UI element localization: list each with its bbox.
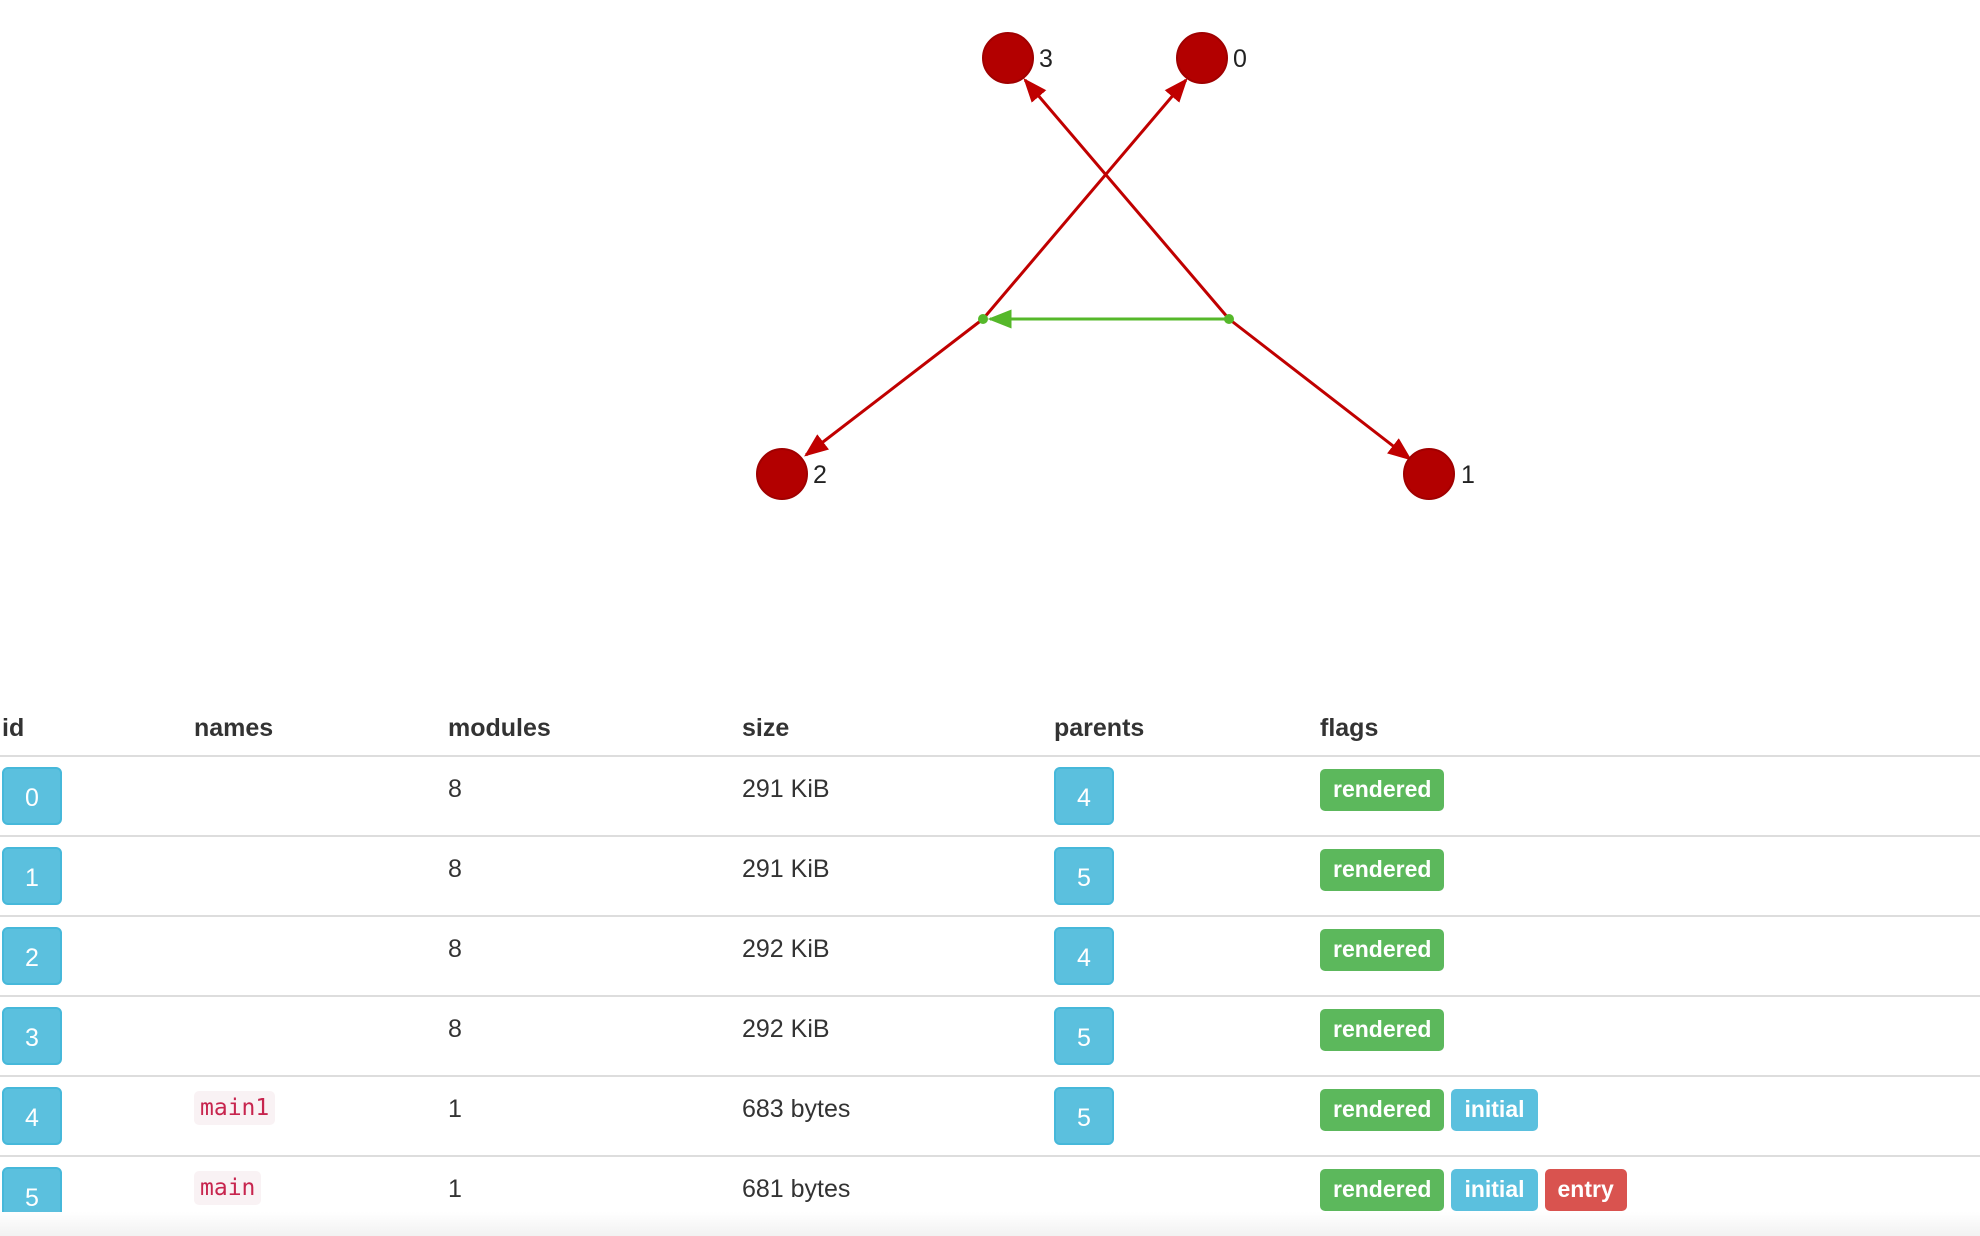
cell-flags: rendered: [1318, 756, 1980, 837]
cell-flags: rendered: [1318, 996, 1980, 1077]
column-header-parents: parents: [1052, 700, 1318, 757]
module-count: 8: [448, 775, 462, 803]
column-header-id: id: [0, 700, 192, 757]
flag-badge-rendered: rendered: [1320, 1169, 1445, 1211]
chunk-name: main1: [194, 1091, 276, 1125]
graph-node-label: 3: [1039, 45, 1053, 73]
chunks-table-container: id names modules size parents flags 0 8 29…: [0, 700, 1980, 1235]
chunks-table: id names modules size parents flags 0 8 29…: [0, 700, 1980, 1235]
chunk-id-button[interactable]: 2: [2, 927, 62, 985]
cell-parents: 4: [1052, 756, 1318, 837]
junction-right: [1224, 314, 1234, 324]
cell-parents: 5: [1052, 1076, 1318, 1157]
parent-chunk-button[interactable]: 5: [1054, 847, 1114, 905]
cell-names: [192, 836, 446, 917]
parent-chunk-button[interactable]: 4: [1054, 927, 1114, 985]
cell-names: main1: [192, 1076, 446, 1157]
cell-size: 291 KiB: [740, 836, 1052, 917]
module-count: 1: [448, 1175, 462, 1203]
flag-badge-rendered: rendered: [1320, 849, 1445, 891]
graph-node-label: 1: [1461, 461, 1475, 489]
cell-modules: 8: [446, 916, 740, 997]
edge-right-to-node-3: [1023, 78, 1231, 320]
cell-modules: 8: [446, 996, 740, 1077]
edge-right-to-node-1: [1228, 317, 1412, 461]
table-row: 3 8 292 KiB 5 rendered: [0, 996, 1980, 1077]
graph-node-1[interactable]: 1: [1403, 448, 1475, 500]
cell-id: 0: [0, 756, 192, 837]
chunk-name: main: [194, 1171, 262, 1205]
chunk-id-button[interactable]: 4: [2, 1087, 62, 1145]
chunk-size: 292 KiB: [742, 935, 830, 963]
module-count: 8: [448, 855, 462, 883]
cell-parents: 4: [1052, 916, 1318, 997]
table-row: 2 8 292 KiB 4 rendered: [0, 916, 1980, 997]
edge-left-to-node-0: [981, 78, 1188, 320]
cell-parents: 5: [1052, 996, 1318, 1077]
graph-node-3[interactable]: 3: [982, 32, 1053, 84]
parent-chunk-button[interactable]: 5: [1054, 1007, 1114, 1065]
graph-node-2[interactable]: 2: [756, 448, 827, 500]
graph-node-0[interactable]: 0: [1176, 32, 1247, 84]
cell-names: main: [192, 1156, 446, 1235]
cell-modules: 8: [446, 836, 740, 917]
flag-badge-rendered: rendered: [1320, 929, 1445, 971]
cell-id: 3: [0, 996, 192, 1077]
column-header-modules: modules: [446, 700, 740, 757]
column-header-flags: flags: [1318, 700, 1980, 757]
flag-badge-rendered: rendered: [1320, 769, 1445, 811]
junction-left: [978, 314, 988, 324]
graph-node-label: 2: [813, 461, 827, 489]
table-row: 0 8 291 KiB 4 rendered: [0, 756, 1980, 837]
cell-names: [192, 996, 446, 1077]
flag-badge-initial: initial: [1451, 1169, 1538, 1211]
chunk-size: 683 bytes: [742, 1095, 851, 1123]
column-header-names: names: [192, 700, 446, 757]
cell-size: 681 bytes: [740, 1156, 1052, 1235]
chunk-size: 681 bytes: [742, 1175, 851, 1203]
cell-size: 292 KiB: [740, 916, 1052, 997]
chunk-size: 292 KiB: [742, 1015, 830, 1043]
module-count: 8: [448, 935, 462, 963]
cell-names: [192, 756, 446, 837]
cell-modules: 1: [446, 1076, 740, 1157]
cell-flags: rendered: [1318, 836, 1980, 917]
flag-badge-rendered: rendered: [1320, 1009, 1445, 1051]
table-header-row: id names modules size parents flags: [0, 700, 1980, 757]
flag-badge-entry: entry: [1544, 1169, 1627, 1211]
cell-size: 291 KiB: [740, 756, 1052, 837]
cell-modules: 8: [446, 756, 740, 837]
cell-names: [192, 916, 446, 997]
cell-parents: 5: [1052, 836, 1318, 917]
chunk-size: 291 KiB: [742, 855, 830, 883]
cell-modules: 1: [446, 1156, 740, 1235]
cell-size: 683 bytes: [740, 1076, 1052, 1157]
parent-chunk-button[interactable]: 5: [1054, 1087, 1114, 1145]
edge-left-to-node-2: [804, 317, 984, 457]
chunk-id-button[interactable]: 1: [2, 847, 62, 905]
flag-badge-rendered: rendered: [1320, 1089, 1445, 1131]
cell-flags: rendered: [1318, 916, 1980, 997]
module-count: 8: [448, 1015, 462, 1043]
cell-size: 292 KiB: [740, 996, 1052, 1077]
cell-id: 4: [0, 1076, 192, 1157]
chunk-size: 291 KiB: [742, 775, 830, 803]
module-count: 1: [448, 1095, 462, 1123]
parent-chunk-button[interactable]: 4: [1054, 767, 1114, 825]
page-bottom-fade: [0, 1212, 1980, 1236]
table-row: 1 8 291 KiB 5 rendered: [0, 836, 1980, 917]
cell-id: 1: [0, 836, 192, 917]
flag-badge-initial: initial: [1451, 1089, 1538, 1131]
chunk-id-button[interactable]: 3: [2, 1007, 62, 1065]
column-header-size: size: [740, 700, 1052, 757]
graph-node-label: 0: [1233, 45, 1247, 73]
chunk-graph: 3 0 2 1: [756, 32, 1475, 500]
chunk-id-button[interactable]: 0: [2, 767, 62, 825]
cell-id: 2: [0, 916, 192, 997]
